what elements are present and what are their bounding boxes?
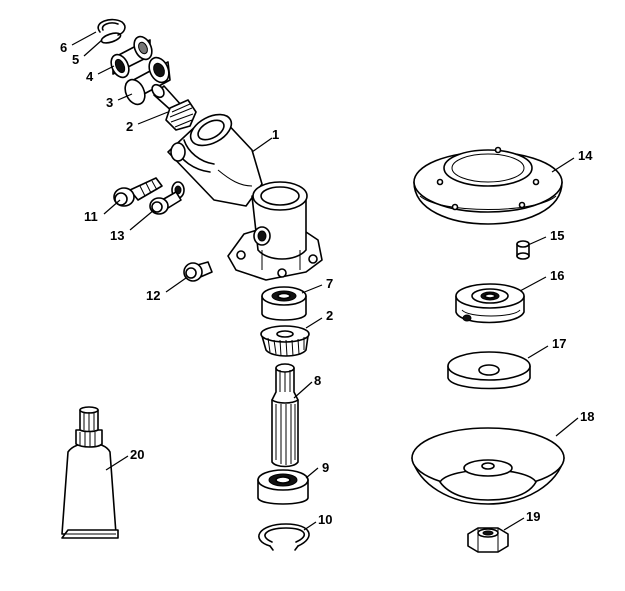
part-9-bearing xyxy=(257,469,309,505)
part-15-screw xyxy=(516,240,530,260)
leader-14 xyxy=(551,157,575,173)
leader-2a xyxy=(137,111,169,125)
part-14-guard-plate xyxy=(413,146,563,225)
callout-18: 18 xyxy=(580,409,594,424)
part-19-nut xyxy=(467,527,509,553)
callout-11: 11 xyxy=(84,209,98,224)
leader-16 xyxy=(519,276,547,292)
leader-3 xyxy=(117,93,133,101)
callout-20: 20 xyxy=(130,447,144,462)
part-8-shaft xyxy=(271,363,299,468)
leader-13 xyxy=(129,209,155,231)
part-5-ring xyxy=(100,32,122,44)
part-3-bearing xyxy=(124,56,171,106)
leader-6 xyxy=(71,31,97,46)
leader-10 xyxy=(303,521,317,531)
callout-labels: 1 2 2 3 4 5 6 7 8 9 10 11 12 13 14 15 16… xyxy=(60,40,594,527)
leader-8 xyxy=(293,381,313,399)
callout-4: 4 xyxy=(86,69,94,84)
leader-18 xyxy=(555,417,579,437)
leader-lines xyxy=(71,31,579,531)
leader-11 xyxy=(103,199,121,215)
leader-4 xyxy=(97,65,115,75)
callout-2b: 2 xyxy=(326,308,333,323)
callout-12: 12 xyxy=(146,288,160,303)
part-17-thrust-washer xyxy=(447,351,531,390)
callout-3: 3 xyxy=(106,95,113,110)
callout-15: 15 xyxy=(550,228,564,243)
leader-12 xyxy=(165,277,187,293)
callout-5: 5 xyxy=(72,52,79,67)
part-10-circlip xyxy=(258,523,310,551)
callout-1: 1 xyxy=(272,127,279,142)
callout-17: 17 xyxy=(552,336,566,351)
callout-6: 6 xyxy=(60,40,67,55)
leader-9 xyxy=(305,467,319,479)
callout-14: 14 xyxy=(578,148,593,163)
callout-9: 9 xyxy=(322,460,329,475)
leader-7 xyxy=(301,284,323,294)
callout-10: 10 xyxy=(318,512,332,527)
leader-2b xyxy=(305,317,323,329)
leader-1 xyxy=(251,137,273,153)
part-2-bevel-gear-lower xyxy=(260,325,310,357)
part-13-screw xyxy=(149,191,182,215)
part-4-bearing xyxy=(110,35,153,79)
part-20-grease-tube xyxy=(61,406,119,539)
part-16-thrust-plate xyxy=(455,283,525,324)
leader-17 xyxy=(527,345,549,359)
leader-19 xyxy=(503,517,525,531)
callout-8: 8 xyxy=(314,373,321,388)
part-2-pinion-upper xyxy=(151,83,197,131)
part-6-circlip xyxy=(97,18,126,36)
callout-13: 13 xyxy=(110,228,124,243)
part-1-gear-housing xyxy=(167,113,323,281)
leader-20 xyxy=(105,455,129,471)
callout-2a: 2 xyxy=(126,119,133,134)
leader-15 xyxy=(527,236,547,246)
callout-16: 16 xyxy=(550,268,564,283)
callout-7: 7 xyxy=(326,276,333,291)
part-12-screw xyxy=(183,261,213,282)
part-18-rider-plate xyxy=(411,427,565,505)
leader-5 xyxy=(83,39,103,57)
part-7-bearing xyxy=(261,286,307,321)
callout-19: 19 xyxy=(526,509,540,524)
